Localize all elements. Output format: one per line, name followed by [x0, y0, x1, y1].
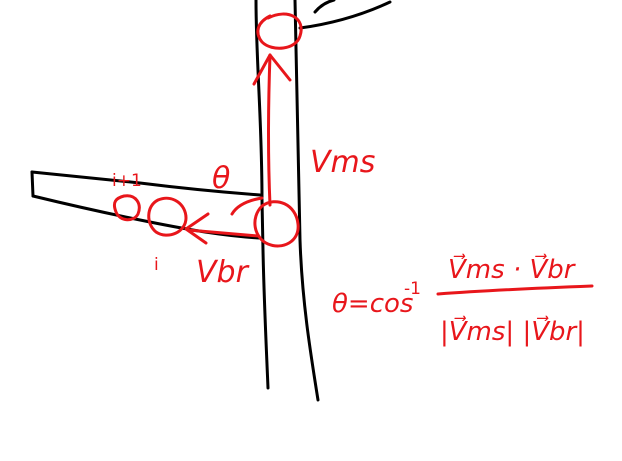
vms-arrowhead	[252, 53, 292, 86]
theta-label: θ	[212, 161, 230, 196]
main-vessel-left-wall	[254, 0, 270, 390]
vbr-vector-arrow	[186, 228, 260, 238]
vessel-branch-top-right-upper	[313, 0, 336, 14]
vessel-branch-top-right	[298, 0, 392, 30]
vms-vector-arrow	[267, 53, 272, 207]
vms-label: Vms	[310, 145, 375, 180]
labels: θ Vms Vbr i i+1	[112, 145, 375, 290]
angle-formula: θ=cos -1 V⃗ms · V⃗br |V⃗ms| |V⃗br|	[332, 253, 594, 347]
formula-denominator: |V⃗ms| |V⃗br|	[440, 315, 585, 347]
side-branch-lower-wall	[31, 194, 262, 240]
upper-node-circle	[256, 12, 303, 50]
formula-numerator: V⃗ms · V⃗br	[448, 253, 577, 285]
node-i-plus-1-circle	[112, 194, 141, 222]
side-branch-upper-wall	[30, 170, 262, 197]
vbr-label: Vbr	[196, 255, 250, 290]
formula-inverse-exponent: -1	[404, 279, 421, 299]
node-i-circle	[147, 196, 188, 237]
junction-node-circle	[253, 200, 300, 248]
annotations	[112, 12, 303, 248]
theta-angle-arc	[230, 196, 264, 216]
node-i-plus-1-label: i+1	[112, 171, 142, 191]
main-vessel	[254, 0, 392, 402]
side-branch-end-cap	[30, 170, 35, 198]
vbr-arrowhead	[184, 212, 210, 245]
formula-fraction-bar	[436, 284, 594, 296]
main-vessel-right-wall	[293, 0, 320, 402]
formula-lhs: θ=cos	[332, 289, 413, 319]
node-i-label: i	[154, 255, 159, 275]
